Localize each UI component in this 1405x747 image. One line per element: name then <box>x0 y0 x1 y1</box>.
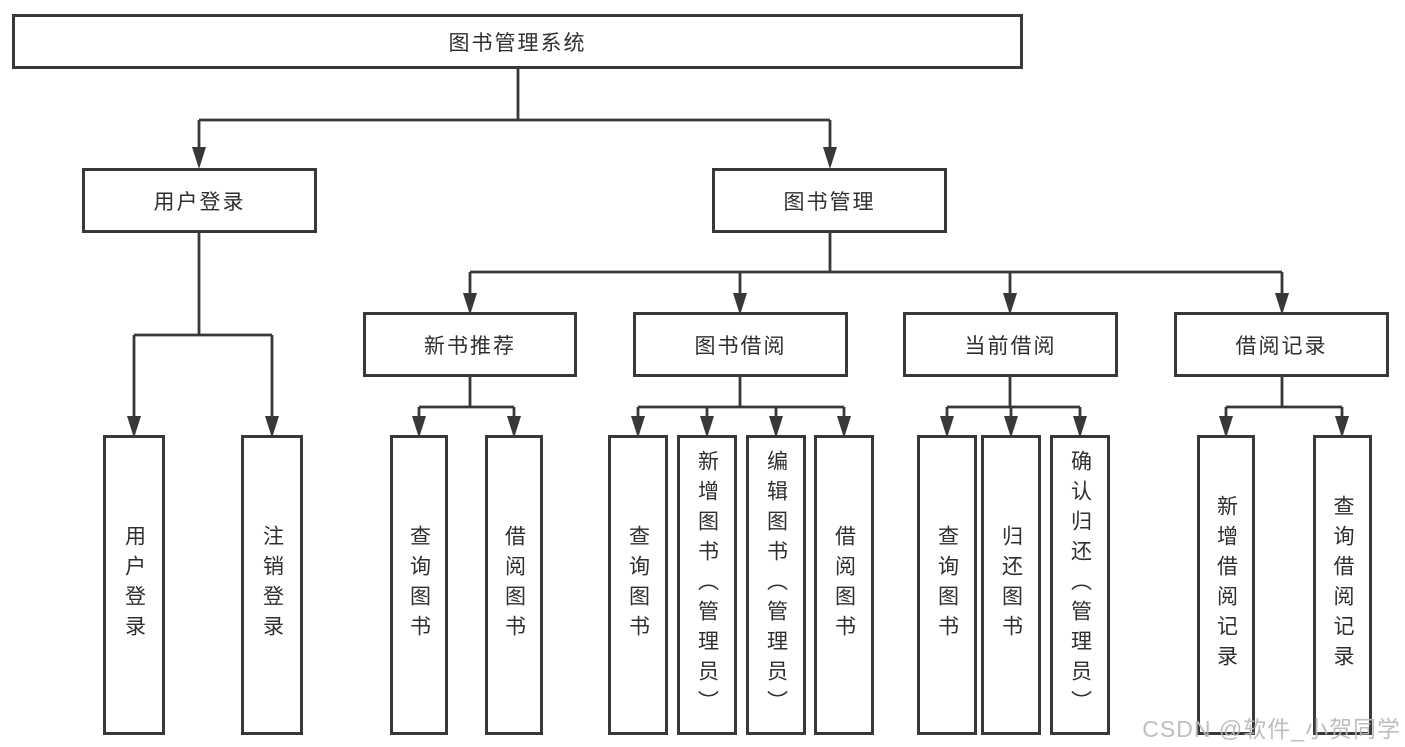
node-root-label: 图书管理系统 <box>448 31 587 55</box>
leaf-query-books-recommend: 查询图书 <box>390 435 448 735</box>
leaf-return-books-label: 归还图书 <box>999 525 1023 645</box>
node-borrowing-records: 借阅记录 <box>1174 312 1389 377</box>
leaf-user-login: 用户登录 <box>103 435 165 735</box>
leaf-query-books-borrowing: 查询图书 <box>608 435 668 735</box>
leaf-query-borrow-record: 查询借阅记录 <box>1313 435 1372 735</box>
leaf-query-books-current-label: 查询图书 <box>935 525 959 645</box>
leaf-add-borrow-record-label: 新增借阅记录 <box>1214 495 1238 675</box>
leaf-add-books-admin: 新增图书（管理员） <box>677 435 737 735</box>
leaf-confirm-return-admin-label: 确认归还（管理员） <box>1068 450 1092 720</box>
leaf-borrow-books: 借阅图书 <box>814 435 874 735</box>
leaf-return-books: 归还图书 <box>981 435 1041 735</box>
node-user-login: 用户登录 <box>82 168 317 233</box>
node-new-book-recommend-label: 新书推荐 <box>424 334 516 358</box>
node-root-system: 图书管理系统 <box>12 14 1023 69</box>
leaf-edit-books-admin: 编辑图书（管理员） <box>746 435 806 735</box>
leaf-query-books-borrowing-label: 查询图书 <box>626 525 650 645</box>
leaf-borrow-books-label: 借阅图书 <box>832 525 856 645</box>
node-current-borrowing: 当前借阅 <box>903 312 1118 377</box>
node-book-management-label: 图书管理 <box>783 190 876 214</box>
leaf-add-books-admin-label: 新增图书（管理员） <box>695 450 719 720</box>
leaf-logout: 注销登录 <box>241 435 303 735</box>
leaf-query-books-current: 查询图书 <box>917 435 977 735</box>
node-book-borrowing: 图书借阅 <box>633 312 848 377</box>
leaf-add-borrow-record: 新增借阅记录 <box>1197 435 1255 735</box>
leaf-logout-label: 注销登录 <box>260 525 284 645</box>
leaf-query-borrow-record-label: 查询借阅记录 <box>1331 495 1354 675</box>
leaf-borrow-books-recommend-label: 借阅图书 <box>502 525 526 645</box>
leaf-query-books-recommend-label: 查询图书 <box>407 525 431 645</box>
leaf-user-login-label: 用户登录 <box>122 525 146 645</box>
node-current-borrowing-label: 当前借阅 <box>964 334 1057 358</box>
leaf-confirm-return-admin: 确认归还（管理员） <box>1050 435 1110 735</box>
leaf-borrow-books-recommend: 借阅图书 <box>485 435 543 735</box>
node-new-book-recommend: 新书推荐 <box>363 312 577 377</box>
node-book-management: 图书管理 <box>712 168 947 233</box>
leaf-edit-books-admin-label: 编辑图书（管理员） <box>764 450 788 720</box>
node-book-borrowing-label: 图书借阅 <box>694 334 787 358</box>
node-user-login-label: 用户登录 <box>153 190 246 214</box>
csdn-watermark: CSDN @软件_小贺同学 <box>1142 716 1401 742</box>
node-borrowing-records-label: 借阅记录 <box>1235 334 1328 358</box>
